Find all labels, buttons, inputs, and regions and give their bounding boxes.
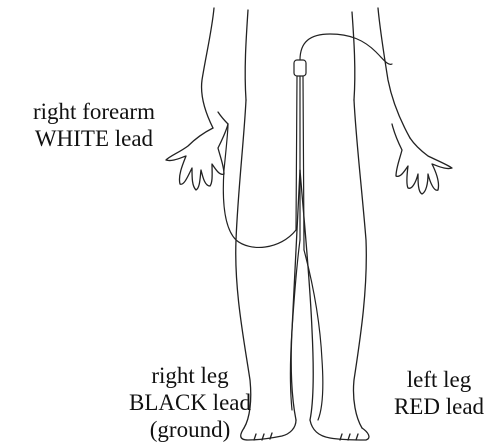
- right-forearm-inner: [218, 112, 228, 124]
- left-hand-outline: [392, 124, 452, 194]
- left-inner-arm-outline: [352, 12, 355, 100]
- label-right-forearm: right forearm WHITE lead: [6, 98, 182, 152]
- inner-left-leg-outline: [300, 170, 313, 420]
- label-right-leg-line3: (ground): [110, 416, 270, 443]
- label-left-leg-line1: left leg: [378, 366, 500, 393]
- label-right-leg: right leg BLACK lead (ground): [110, 362, 270, 443]
- label-right-leg-line1: right leg: [110, 362, 270, 389]
- right-side-torso-outline: [202, 8, 214, 128]
- label-right-leg-line2: BLACK lead: [110, 389, 270, 416]
- left-hip-outline: [353, 100, 366, 428]
- lead-cable-top: [300, 34, 392, 64]
- label-left-leg-line2: RED lead: [378, 393, 500, 420]
- label-right-forearm-line2: WHITE lead: [6, 125, 182, 152]
- white-lead-wire: [223, 124, 296, 247]
- label-right-forearm-line1: right forearm: [6, 98, 182, 125]
- right-inner-arm-outline: [245, 10, 248, 100]
- left-side-torso-outline: [378, 8, 410, 138]
- lead-connector-icon: [294, 60, 306, 76]
- label-left-leg: left leg RED lead: [378, 366, 500, 420]
